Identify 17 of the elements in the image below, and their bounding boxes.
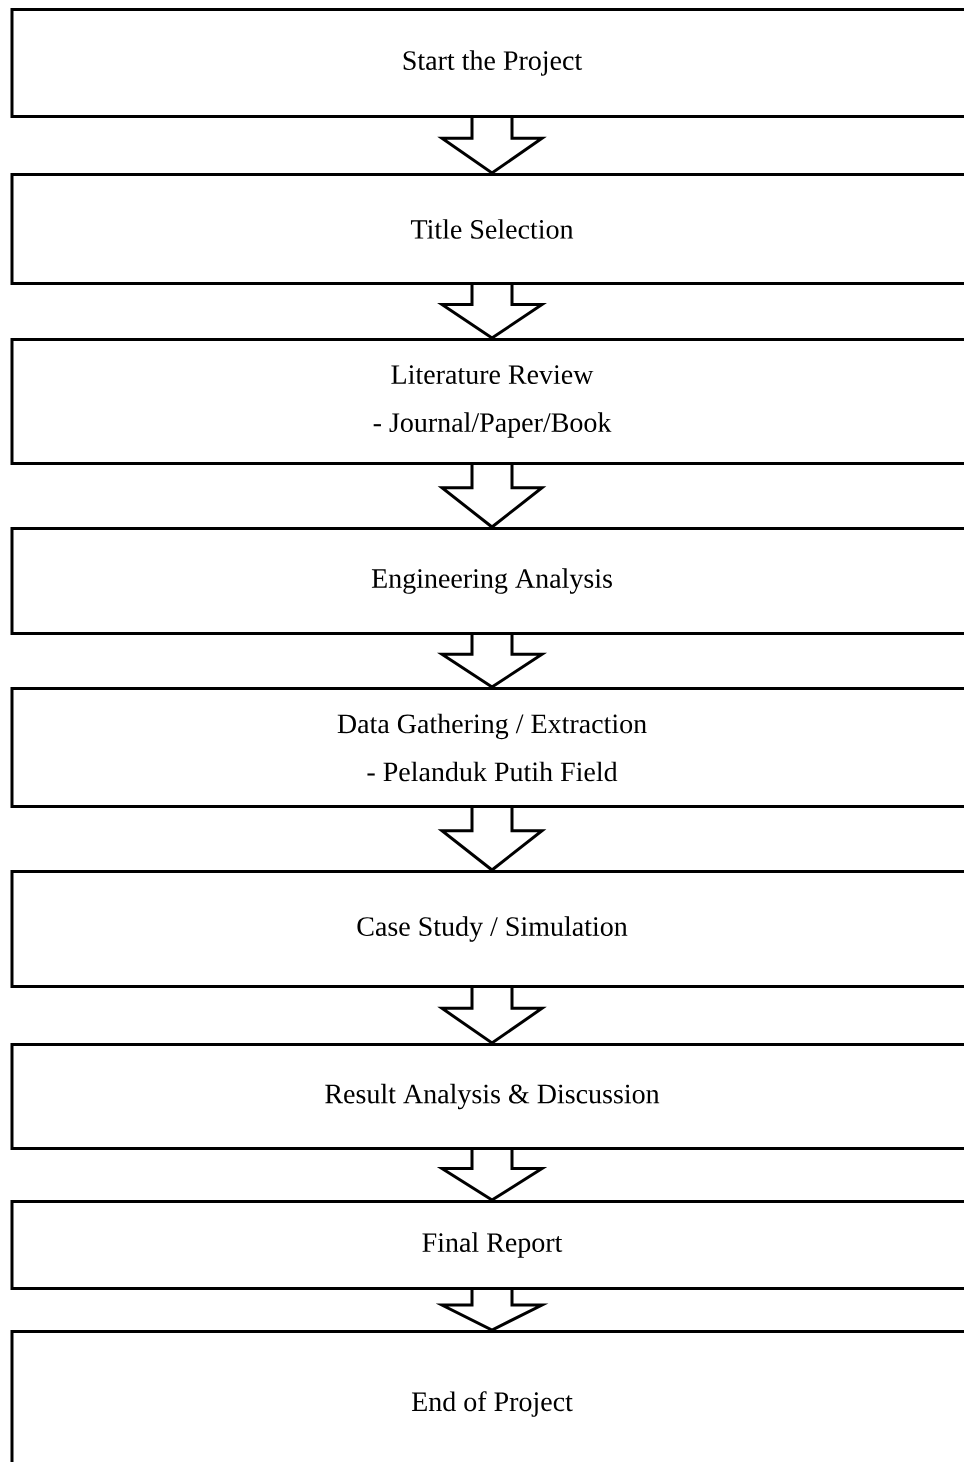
- process-box: Engineering Analysis: [10, 527, 964, 635]
- process-box: Title Selection: [10, 173, 964, 285]
- block-arrow: [437, 463, 547, 529]
- block-arrow: [437, 116, 547, 175]
- block-arrow: [437, 283, 547, 340]
- block-arrow: [437, 806, 547, 872]
- block-arrow: [436, 633, 548, 689]
- process-box: Final Report: [10, 1200, 964, 1290]
- process-box: Result Analysis & Discussion: [10, 1043, 964, 1150]
- block-arrow: [436, 1148, 548, 1202]
- block-arrow: [435, 1288, 549, 1332]
- process-box: Start the Project: [10, 8, 964, 118]
- process-box: Literature Review - Journal/Paper/Book: [10, 338, 964, 465]
- process-box: Case Study / Simulation: [10, 870, 964, 988]
- block-arrow: [437, 986, 547, 1045]
- process-box: End of Project: [10, 1330, 964, 1462]
- process-box: Data Gathering / Extraction - Pelanduk Putih Field: [10, 687, 964, 808]
